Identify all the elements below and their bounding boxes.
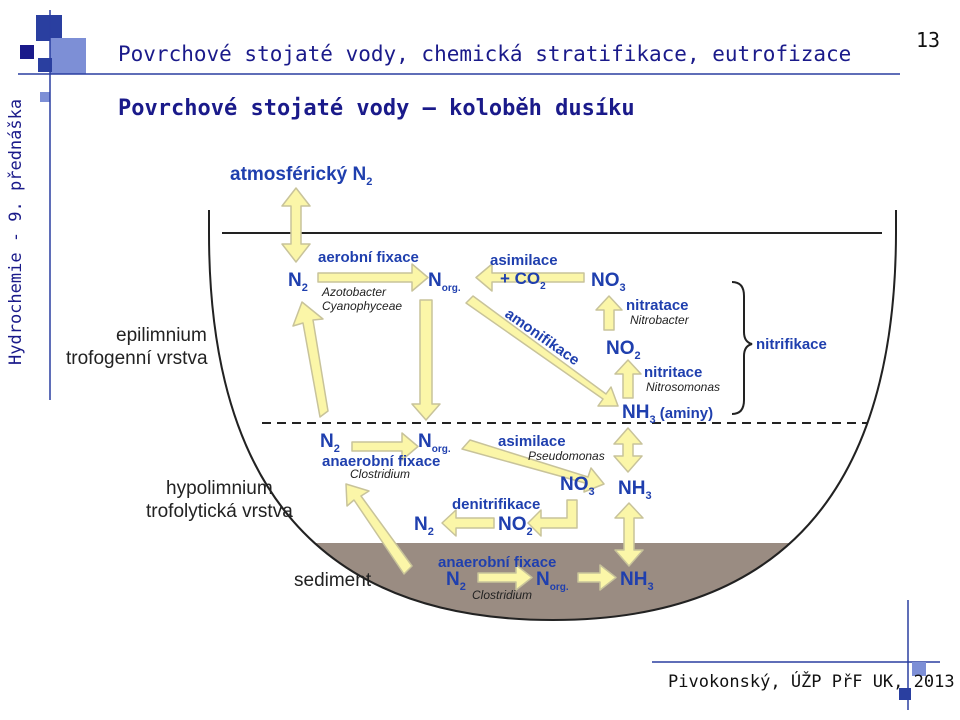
arrow-assimilation-pseudomonas [461,439,605,493]
lower-nh3: NH3 [618,478,652,502]
arrow-aerobic-fixation [317,263,429,292]
arrow-nitratation [595,295,623,331]
sediment-n2: N2 [446,569,466,593]
lower-no2: NO2 [498,514,533,538]
upper-nh3-amines: NH3 (aminy) [622,402,713,426]
arrow-denitrification [527,499,578,537]
upper-no2: NO2 [606,338,641,362]
epilimnium-label: epilimnium [116,325,207,346]
nitrification-brace [731,281,753,415]
hypolimnium-label: hypolimnium [166,478,273,499]
upper-assimilation-label: asimilace [490,252,558,269]
deco-square [912,662,926,676]
deco-square [20,45,34,59]
sediment-nh3: NH3 [620,569,654,593]
azotobacter-label: Azotobacter [321,285,387,299]
cyanophyceae-label: Cyanophyceae [322,299,402,313]
sediment-label: sediment [294,570,372,591]
tropholytic-layer-label: trofolytická vrstva [146,501,293,522]
deco-square [50,38,86,74]
deco-square [38,58,52,72]
arrow-nh3-sediment-exchange [614,502,644,567]
lower-no3: NO3 [560,474,595,498]
arrow-n2-upward [292,301,329,418]
page-number: 13 [916,28,941,52]
lower-n2: N2 [320,431,340,455]
arrow-nitritation [614,359,642,399]
nitrosomonas-label: Nitrosomonas [646,380,720,394]
lower-norg: Norg. [418,431,451,455]
lower-n2-denitrified: N2 [414,514,434,538]
footer-credit: Pivokonský, ÚŽP PřF UK, 2013 [668,672,955,692]
arrow-sediment-n2-upward [345,483,413,575]
arrow-norg-sinking [411,299,441,421]
upper-no3: NO3 [591,270,626,294]
sediment-clostridium-label: Clostridium [472,588,532,602]
arrow-no2-to-n2 [441,509,495,537]
deco-square [36,15,62,41]
upper-n2: N2 [288,270,308,294]
sediment-norg: Norg. [536,569,569,593]
trophogenic-layer-label: trofogenní vrstva [66,348,208,369]
upper-norg: Norg. [428,270,461,294]
arrow-ammonification [465,295,619,407]
arrow-nh3-exchange [613,427,643,473]
aerobic-fixation-label: aerobní fixace [318,249,419,266]
atmospheric-n2-label: atmosférický N2 [230,164,372,188]
co2-label: + CO2 [500,269,546,292]
denitrification-label: denitrifikace [452,496,540,513]
slide-title: Povrchové stojaté vody, chemická stratif… [118,42,852,66]
deco-square [899,688,911,700]
lower-assimilation-label: asimilace [498,433,566,450]
arrow-assimilation-no3 [475,263,585,292]
arrow-sediment-ammonification [577,564,617,591]
arrow-atmosphere-exchange [281,187,311,263]
arrow-sediment-fixation [477,564,533,591]
pseudomonas-label: Pseudomonas [528,449,605,463]
nitrification-label: nitrifikace [756,336,827,353]
arrow-anaerobic-fixation-lower [351,432,419,461]
slide-subtitle: Povrchové stojaté vody – koloběh dusíku [118,96,635,121]
sediment-anaerobic-fixation-label: anaerobní fixace [438,554,556,571]
lake-basin-outline [208,210,897,622]
lower-anaerobic-fixation-label: anaerobní fixace [322,453,440,470]
deco-square [40,92,50,102]
nitritation-label: nitritace [644,364,702,381]
nitratation-label: nitratace [626,297,689,314]
lower-clostridium-label: Clostridium [350,467,410,481]
nitrobacter-label: Nitrobacter [630,313,690,327]
